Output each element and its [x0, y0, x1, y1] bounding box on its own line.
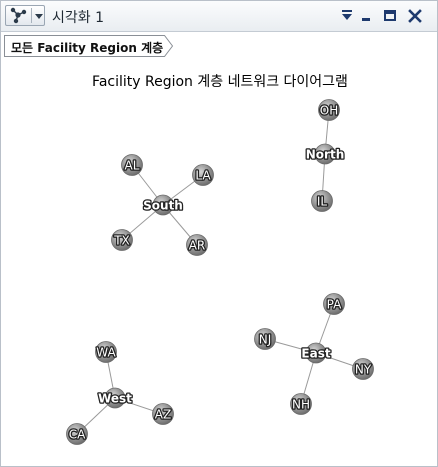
breadcrumb-bar: 모든 Facility Region 계층	[1, 32, 437, 60]
node-marker	[104, 387, 126, 409]
title-bar: 시각화 1	[1, 1, 437, 32]
node-wa[interactable]: WA	[95, 341, 118, 363]
node-az[interactable]: AZ	[152, 403, 174, 425]
window-title: 시각화 1	[52, 10, 104, 26]
node-marker	[352, 358, 374, 380]
node-label: AL	[125, 159, 140, 173]
breadcrumb-label: 모든 Facility Region 계층	[11, 41, 164, 55]
node-label: West	[98, 392, 132, 406]
node-marker	[152, 403, 174, 425]
chevron-down-icon[interactable]	[34, 13, 44, 21]
node-label: North	[306, 148, 344, 162]
node-layer: South AL LA TX AR North OH IL East PA NJ NY NH West WA…	[66, 99, 374, 445]
node-label: NY	[355, 363, 372, 377]
node-label: LA	[195, 169, 211, 183]
node-oh[interactable]: OH	[318, 99, 340, 121]
breadcrumb-shape	[4, 35, 174, 57]
node-marker	[192, 164, 214, 186]
node-label: TX	[113, 234, 130, 248]
node-marker	[186, 234, 208, 256]
button-divider	[31, 8, 32, 23]
node-label: CA	[69, 428, 86, 442]
node-marker	[254, 328, 276, 350]
node-nj[interactable]: NJ	[254, 328, 276, 350]
node-marker	[95, 341, 117, 363]
hub-node-north[interactable]: North	[304, 143, 346, 165]
node-label: AR	[189, 239, 206, 253]
node-nh[interactable]: NH	[290, 393, 312, 415]
chart-title: Facility Region 계층 네트워크 다이어그램	[92, 74, 348, 90]
node-la[interactable]: LA	[192, 164, 214, 186]
node-marker	[121, 154, 143, 176]
node-marker	[66, 423, 88, 445]
node-label: IL	[317, 195, 328, 209]
node-marker	[290, 393, 312, 415]
minimize-icon[interactable]	[357, 7, 375, 25]
node-ar[interactable]: AR	[186, 234, 208, 256]
hub-node-west[interactable]: West	[97, 387, 133, 409]
network-graph-icon	[10, 7, 27, 24]
node-label: East	[301, 347, 330, 361]
hub-node-south[interactable]: South	[142, 194, 184, 216]
node-marker	[111, 229, 133, 251]
hub-node-east[interactable]: East	[300, 342, 332, 364]
node-il[interactable]: IL	[311, 190, 333, 212]
node-label: OH	[320, 104, 338, 118]
node-label: NH	[292, 398, 310, 412]
node-marker	[323, 293, 345, 315]
node-marker	[318, 99, 340, 121]
maximize-icon[interactable]	[381, 7, 399, 25]
node-ca[interactable]: CA	[66, 423, 88, 445]
node-ny[interactable]: NY	[352, 358, 374, 380]
node-label: NJ	[259, 333, 272, 347]
visualization-type-button[interactable]	[5, 5, 45, 26]
node-label: PA	[327, 298, 342, 312]
node-pa[interactable]: PA	[323, 293, 345, 315]
node-al[interactable]: AL	[121, 154, 143, 176]
node-marker	[152, 194, 174, 216]
options-menu-icon[interactable]	[338, 7, 356, 25]
node-label: South	[143, 199, 183, 213]
node-marker	[305, 342, 327, 364]
node-label: WA	[96, 346, 116, 360]
node-label: AZ	[155, 408, 171, 422]
node-marker	[314, 143, 336, 165]
node-marker	[311, 190, 333, 212]
close-icon[interactable]	[406, 7, 424, 25]
node-tx[interactable]: TX	[111, 229, 133, 251]
